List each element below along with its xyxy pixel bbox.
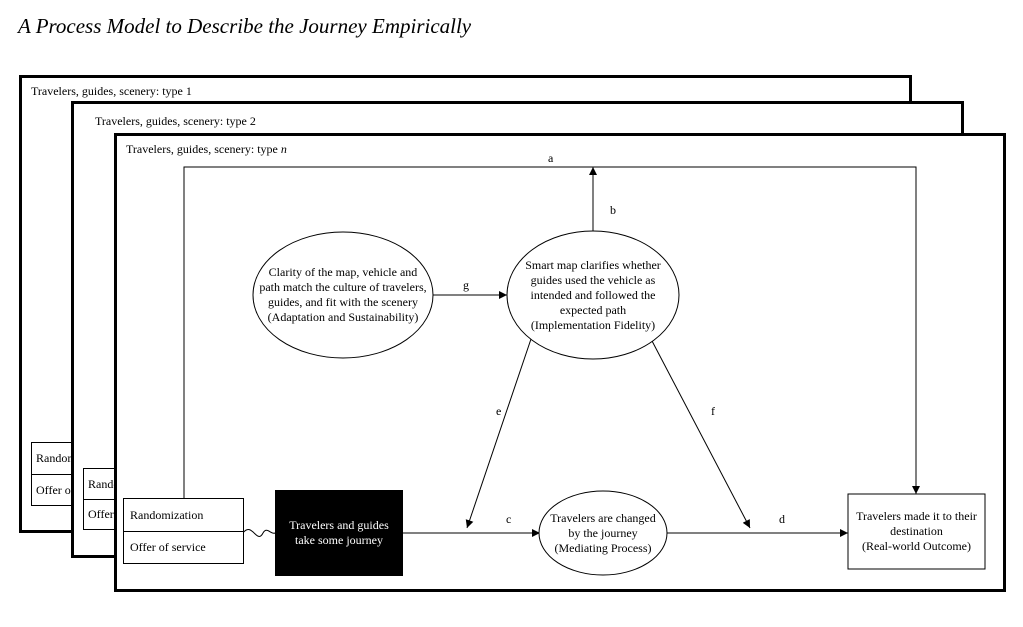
panel-type-2-label: Travelers, guides, scenery: type 2 [95, 114, 256, 128]
adaptation-line-4: (Adaptation and Sustainability) [267, 310, 419, 324]
edge-a [183, 166, 920, 498]
outcome-line-1: Travelers made it to their [856, 509, 977, 523]
adaptation-line-1: Clarity of the map, vehicle and [268, 265, 418, 279]
edge-label-g: g [463, 278, 469, 292]
outcome-node: Travelers made it to their destination (… [848, 494, 985, 569]
fidelity-line-3: intended and followed the [530, 287, 656, 302]
journey-line-1: Travelers and guides [289, 518, 389, 532]
mediating-ellipse [538, 490, 668, 576]
journey-box [275, 490, 403, 576]
mediating-line-2: by the journey [568, 525, 638, 540]
fidelity-node: Smart map clarifies whether guides used … [508, 240, 678, 350]
fidelity-line-4: expected path [559, 302, 627, 317]
panel-type-n-label: Travelers, guides, scenery: type n [126, 142, 287, 157]
mediating-node: Travelers are changed by the journey (Me… [539, 505, 667, 561]
panel-type-1-label: Travelers, guides, scenery: type 1 [31, 84, 192, 98]
adaptation-node: Clarity of the map, vehicle and path mat… [248, 240, 438, 350]
mediating-line-3: (Mediating Process) [554, 540, 652, 555]
adaptation-line-3: guides, and fit with the scenery [268, 295, 418, 309]
fidelity-line-5: (Implementation Fidelity) [530, 317, 656, 332]
edge-label-b: b [610, 203, 616, 217]
outcome-line-2: destination [890, 524, 943, 538]
edge-e [465, 338, 532, 529]
mediating-line-1: Travelers are changed [550, 510, 656, 525]
adaptation-ellipse [252, 231, 434, 359]
edge-label-c: c [506, 512, 512, 526]
adaptation-line-2: path match the culture of travelers, [259, 280, 427, 294]
panel-type-n-label-n: n [280, 142, 287, 156]
fidelity-line-2: guides used the vehicle as [530, 272, 656, 287]
figure-title: A Process Model to Describe the Journey … [18, 14, 472, 38]
fidelity-ellipse [506, 230, 680, 360]
offer-of-service-label: Offer of service [124, 531, 243, 563]
randomization-box: Randomization Offer of service [123, 498, 244, 564]
outcome-line-3: (Real-world Outcome) [862, 539, 971, 553]
edge-label-e: e [496, 404, 502, 418]
wavy-connector [242, 529, 276, 537]
outcome-box [847, 493, 986, 570]
edge-label-a: a [548, 151, 554, 165]
journey-line-2: take some journey [295, 533, 383, 547]
fidelity-line-1: Smart map clarifies whether [525, 257, 661, 272]
panel-type-n-label-prefix: Travelers, guides, scenery: type [126, 142, 281, 156]
randomization-label: Randomization [130, 507, 204, 522]
journey-node: Travelers and guides take some journey [275, 490, 403, 576]
edge-f [650, 338, 751, 529]
edge-label-f: f [711, 404, 715, 418]
edge-label-d: d [779, 512, 785, 526]
